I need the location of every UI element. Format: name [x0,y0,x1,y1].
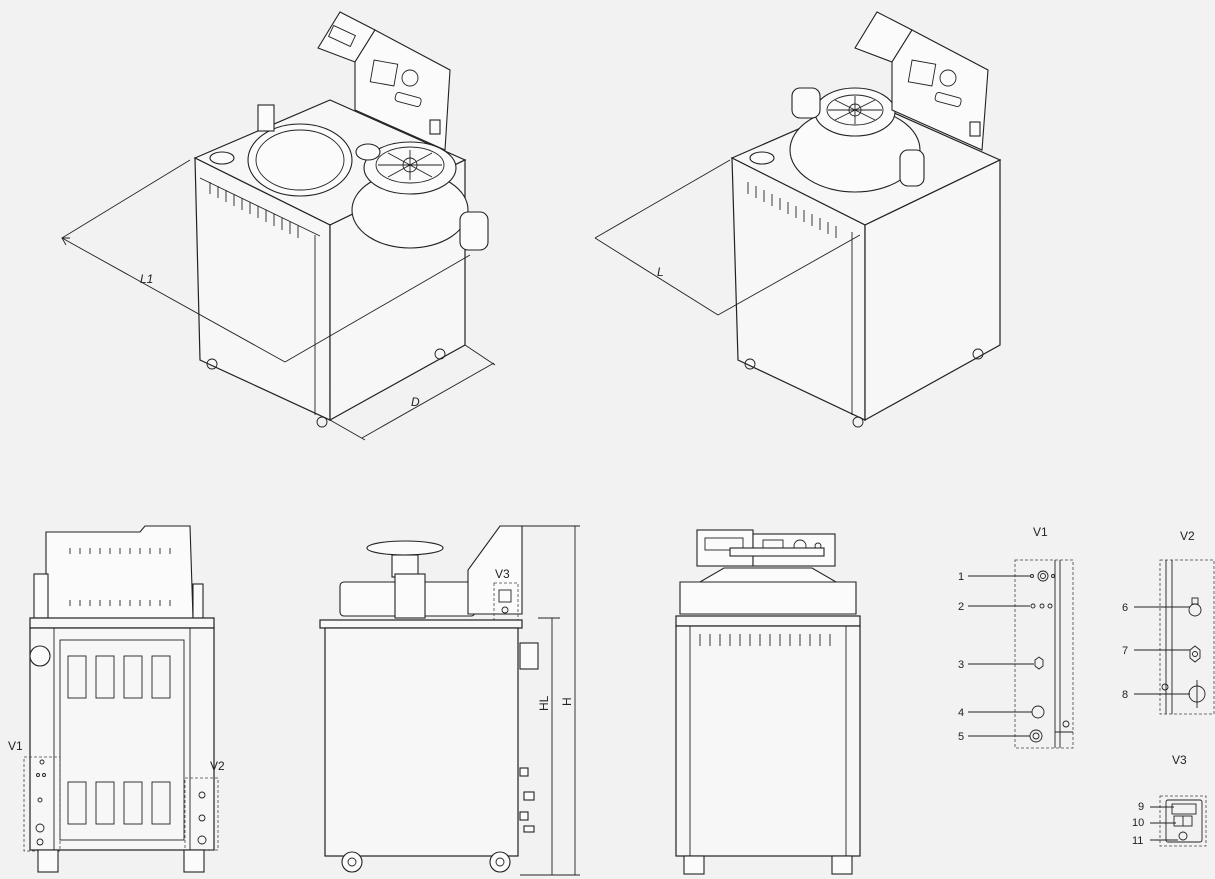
front-vents [699,634,831,646]
dim-label-l: L [657,265,664,279]
callout-6: 6 [1122,602,1128,614]
dim-line-l [594,237,719,316]
rear-cabinet [29,627,215,851]
iso1-vents [209,182,299,238]
callout-3: 3 [958,659,964,671]
rear-label-v2: V2 [210,759,225,773]
rear-vent-grilles [67,655,171,825]
iso1-handle [257,104,275,132]
rear-upper-housing [45,525,194,619]
detail-v1-title: V1 [1033,525,1048,539]
side-caster-right [489,851,511,873]
side-control-panel [467,525,523,615]
side-valve [519,642,539,670]
iso2-vents [747,182,837,238]
callout-8: 8 [1122,689,1128,701]
front-lid [679,567,857,615]
detail-v1-box [1014,559,1074,749]
dim-label-d: D [411,395,420,409]
detail-v2-title: V2 [1180,529,1195,543]
front-view [675,529,861,875]
callout-4: 4 [958,707,964,719]
detail-v1: V1 1 2 3 4 5 [958,525,1074,749]
callout-10: 10 [1132,817,1144,829]
iso2-port [749,151,775,165]
detail-v3-title: V3 [1172,753,1187,767]
iso2-right-face [864,159,1001,422]
side-label-v3: V3 [495,567,510,581]
dim-line-l1 [61,237,286,363]
side-view: V3 HL H [319,525,580,876]
callout-9: 9 [1138,801,1144,813]
iso2-control-panel [891,29,989,151]
front-cabinet [675,625,861,857]
rear-upper-slots [69,548,171,606]
iso1-control-panel [354,29,451,151]
callout-11: 11 [1132,835,1143,847]
dim-line-d [361,362,495,439]
dim-label-h: H [560,697,574,706]
callout-7: 7 [1122,645,1128,657]
rear-label-v1: V1 [8,739,23,753]
iso-view-lid-open: L1 D [61,11,496,441]
detail-v2-box [1159,559,1215,715]
iso1-port [209,151,235,165]
front-handle [729,547,825,557]
detail-v3-box [1159,795,1207,847]
front-top-rim [675,615,861,627]
iso-view-lid-closed: L [594,11,1002,428]
rear-view: V1 V2 [8,525,225,873]
callout-1: 1 [958,571,964,583]
callout-5: 5 [958,731,964,743]
callout-2: 2 [958,601,964,613]
side-cabinet [324,627,519,857]
dim-label-l1: L1 [140,272,153,286]
iso1-chamber [247,123,353,197]
dim-label-hl: HL [537,695,551,711]
side-caster-left [341,851,363,873]
side-handwheel [366,540,444,556]
detail-v3: V3 9 10 11 [1132,753,1207,847]
side-top-rim [319,619,523,629]
detail-v2: V2 6 7 8 [1122,529,1215,715]
rear-top-rim [29,617,215,629]
